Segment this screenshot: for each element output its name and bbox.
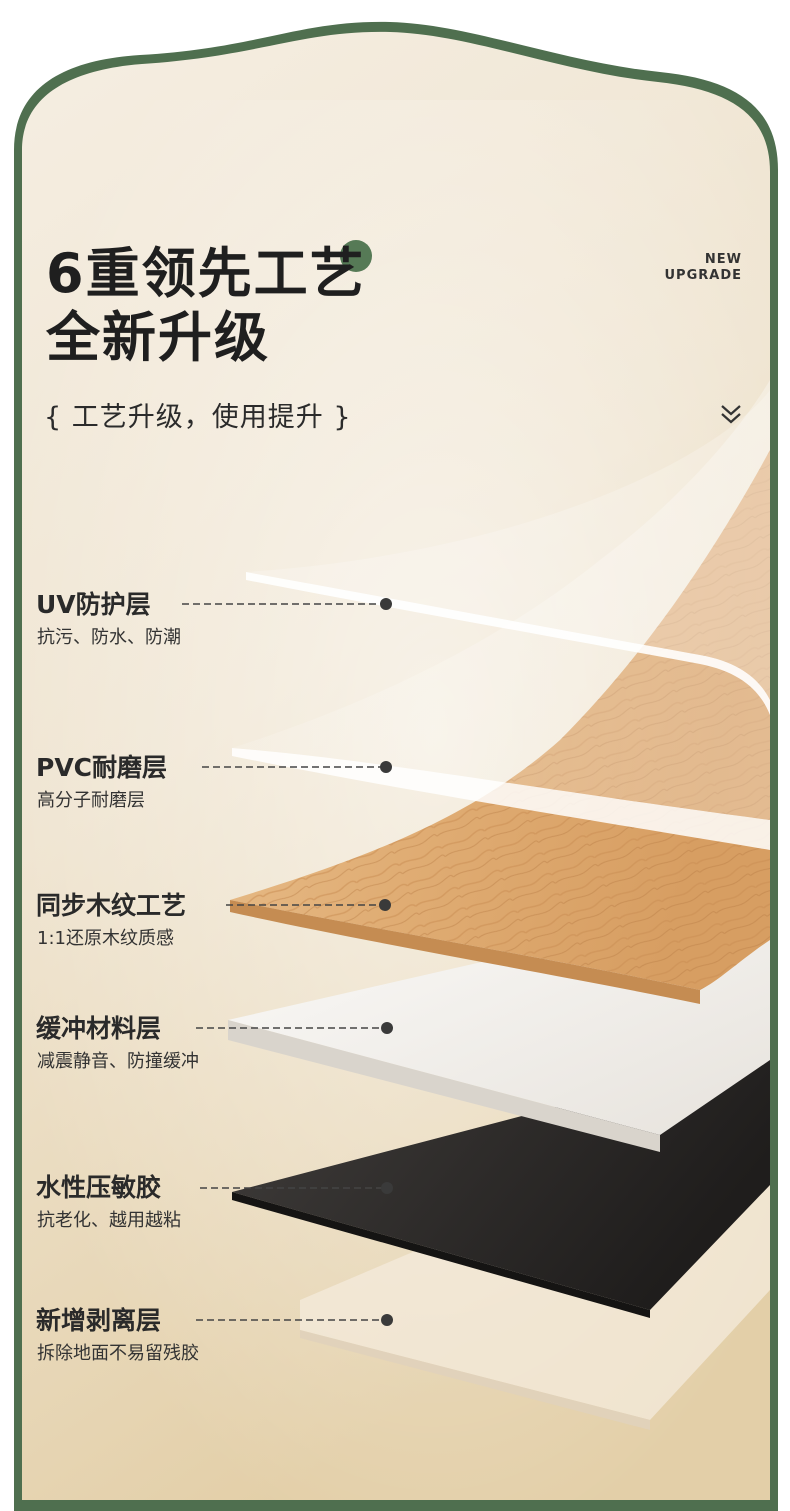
layer-name-uv: UV防护层 [36,590,151,619]
layer-name-adhesive: 水性压敏胶 [36,1173,162,1202]
title-line-2: 全新升级 [46,306,270,369]
title-line-1: 6重领先工艺 [46,242,366,305]
layer-desc-wood: 1:1还原木纹质感 [37,928,174,949]
subtitle: { 工艺升级，使用提升 } [44,402,352,433]
layer-name-pvc: PVC耐磨层 [36,753,168,782]
badge-line-2: UPGRADE [664,268,742,283]
layer-desc-foam: 减震静音、防撞缓冲 [37,1051,199,1072]
layer-desc-adhesive: 抗老化、越用越粘 [37,1210,181,1231]
new-upgrade-badge: NEW UPGRADE [665,252,743,284]
layer-name-wood: 同步木纹工艺 [36,891,187,920]
layer-desc-uv: 抗污、防水、防潮 [37,627,181,648]
layer-desc-peel: 拆除地面不易留残胶 [37,1343,199,1364]
badge-line-1: NEW [704,252,742,267]
layer-name-foam: 缓冲材料层 [36,1014,162,1043]
double-chevron-down-icon[interactable] [716,400,746,430]
layer-desc-pvc: 高分子耐磨层 [37,790,145,811]
layer-name-peel: 新增剥离层 [36,1306,162,1335]
dot-icon [340,240,372,272]
